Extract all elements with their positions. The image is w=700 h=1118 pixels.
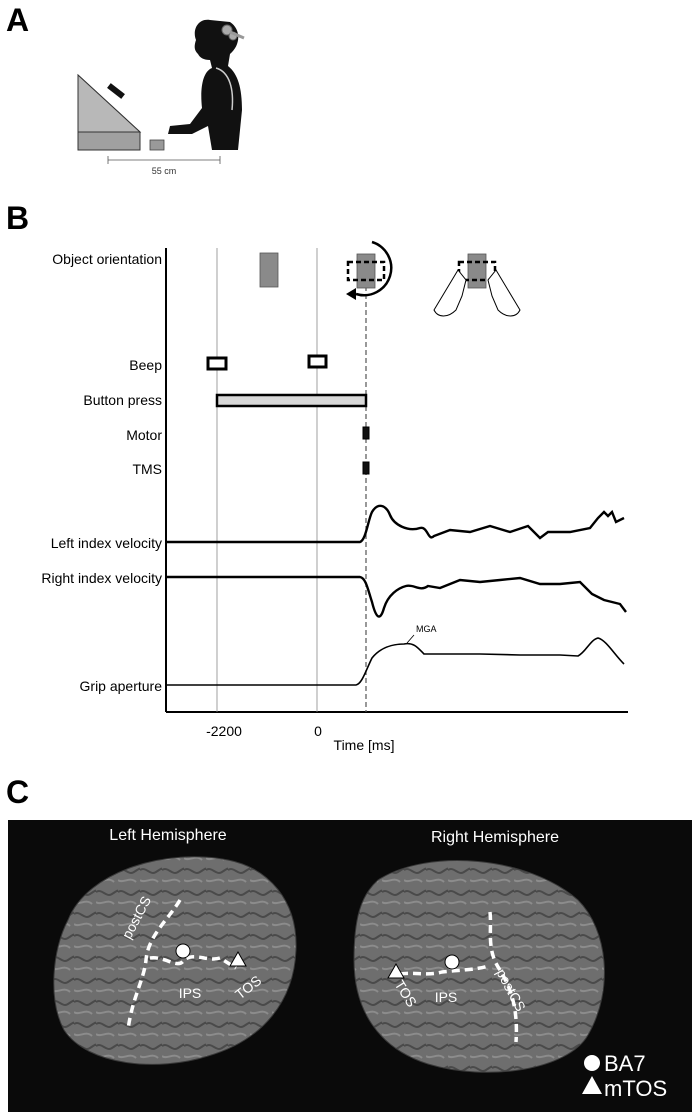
right-mtos-marker (387, 962, 405, 979)
legend-circle-icon (584, 1055, 600, 1071)
right-ips-sulcus (399, 964, 489, 976)
legend-triangle-icon (582, 1076, 602, 1094)
row-label-button-press: Button press (83, 392, 162, 408)
object-initial-block (259, 252, 279, 288)
left-hemisphere-title: Left Hemisphere (109, 827, 226, 844)
start-button-box (149, 139, 165, 151)
panel-a-setup-illustration: 55 cm (77, 19, 245, 176)
left-hemisphere-brain (53, 856, 297, 1065)
legend-label-mtos: mTOS (604, 1076, 667, 1101)
panel-b-timeline: Object orientation Beep Button press Mot… (41, 240, 628, 753)
right-index-velocity-trace (166, 575, 627, 618)
panel-b-letter: B (6, 200, 30, 236)
left-ips-label: IPS (179, 985, 202, 1001)
tms-pulse-marker (362, 461, 370, 475)
hands-grasp-icon (433, 253, 521, 317)
row-label-object-orientation: Object orientation (52, 251, 162, 267)
x-tick-minus-2200: -2200 (206, 723, 242, 739)
right-hemisphere-title: Right Hemisphere (431, 829, 559, 846)
button-press-bar (215, 393, 368, 408)
row-label-right-index-velocity: Right index velocity (41, 570, 162, 586)
panel-c-brain-images: Left Hemisphere Right Hemisphere postCS … (53, 827, 667, 1101)
beep-marker-2 (307, 354, 328, 369)
left-ips-sulcus (149, 955, 237, 970)
panel-a-letter: A (6, 2, 30, 38)
left-postcs-sulcus (126, 899, 182, 1031)
tms-coil-icon (221, 24, 233, 36)
distance-label: 55 cm (152, 166, 177, 176)
legend-label-ba7: BA7 (604, 1051, 646, 1076)
left-index-velocity-trace (166, 504, 625, 544)
right-ips-label: IPS (435, 989, 458, 1005)
row-label-motor: Motor (126, 427, 162, 443)
right-postcs-sulcus (488, 911, 519, 1043)
row-label-grip-aperture: Grip aperture (80, 678, 163, 694)
object-rotation-icon (346, 240, 393, 300)
row-label-beep: Beep (129, 357, 162, 373)
right-ba7-marker (444, 954, 460, 970)
mga-annotation: MGA (416, 624, 437, 634)
row-label-tms: TMS (132, 461, 162, 477)
grip-aperture-trace (166, 637, 625, 686)
left-mtos-marker (229, 950, 247, 967)
beep-marker-1 (206, 356, 228, 371)
row-label-left-index-velocity: Left index velocity (51, 535, 162, 551)
x-axis-label: Time [ms] (334, 737, 395, 753)
participant-silhouette-icon (168, 19, 242, 150)
panel-c-letter: C (6, 774, 30, 810)
motor-pulse-marker (362, 426, 370, 440)
left-ba7-marker (175, 943, 191, 959)
x-tick-zero: 0 (314, 723, 322, 739)
